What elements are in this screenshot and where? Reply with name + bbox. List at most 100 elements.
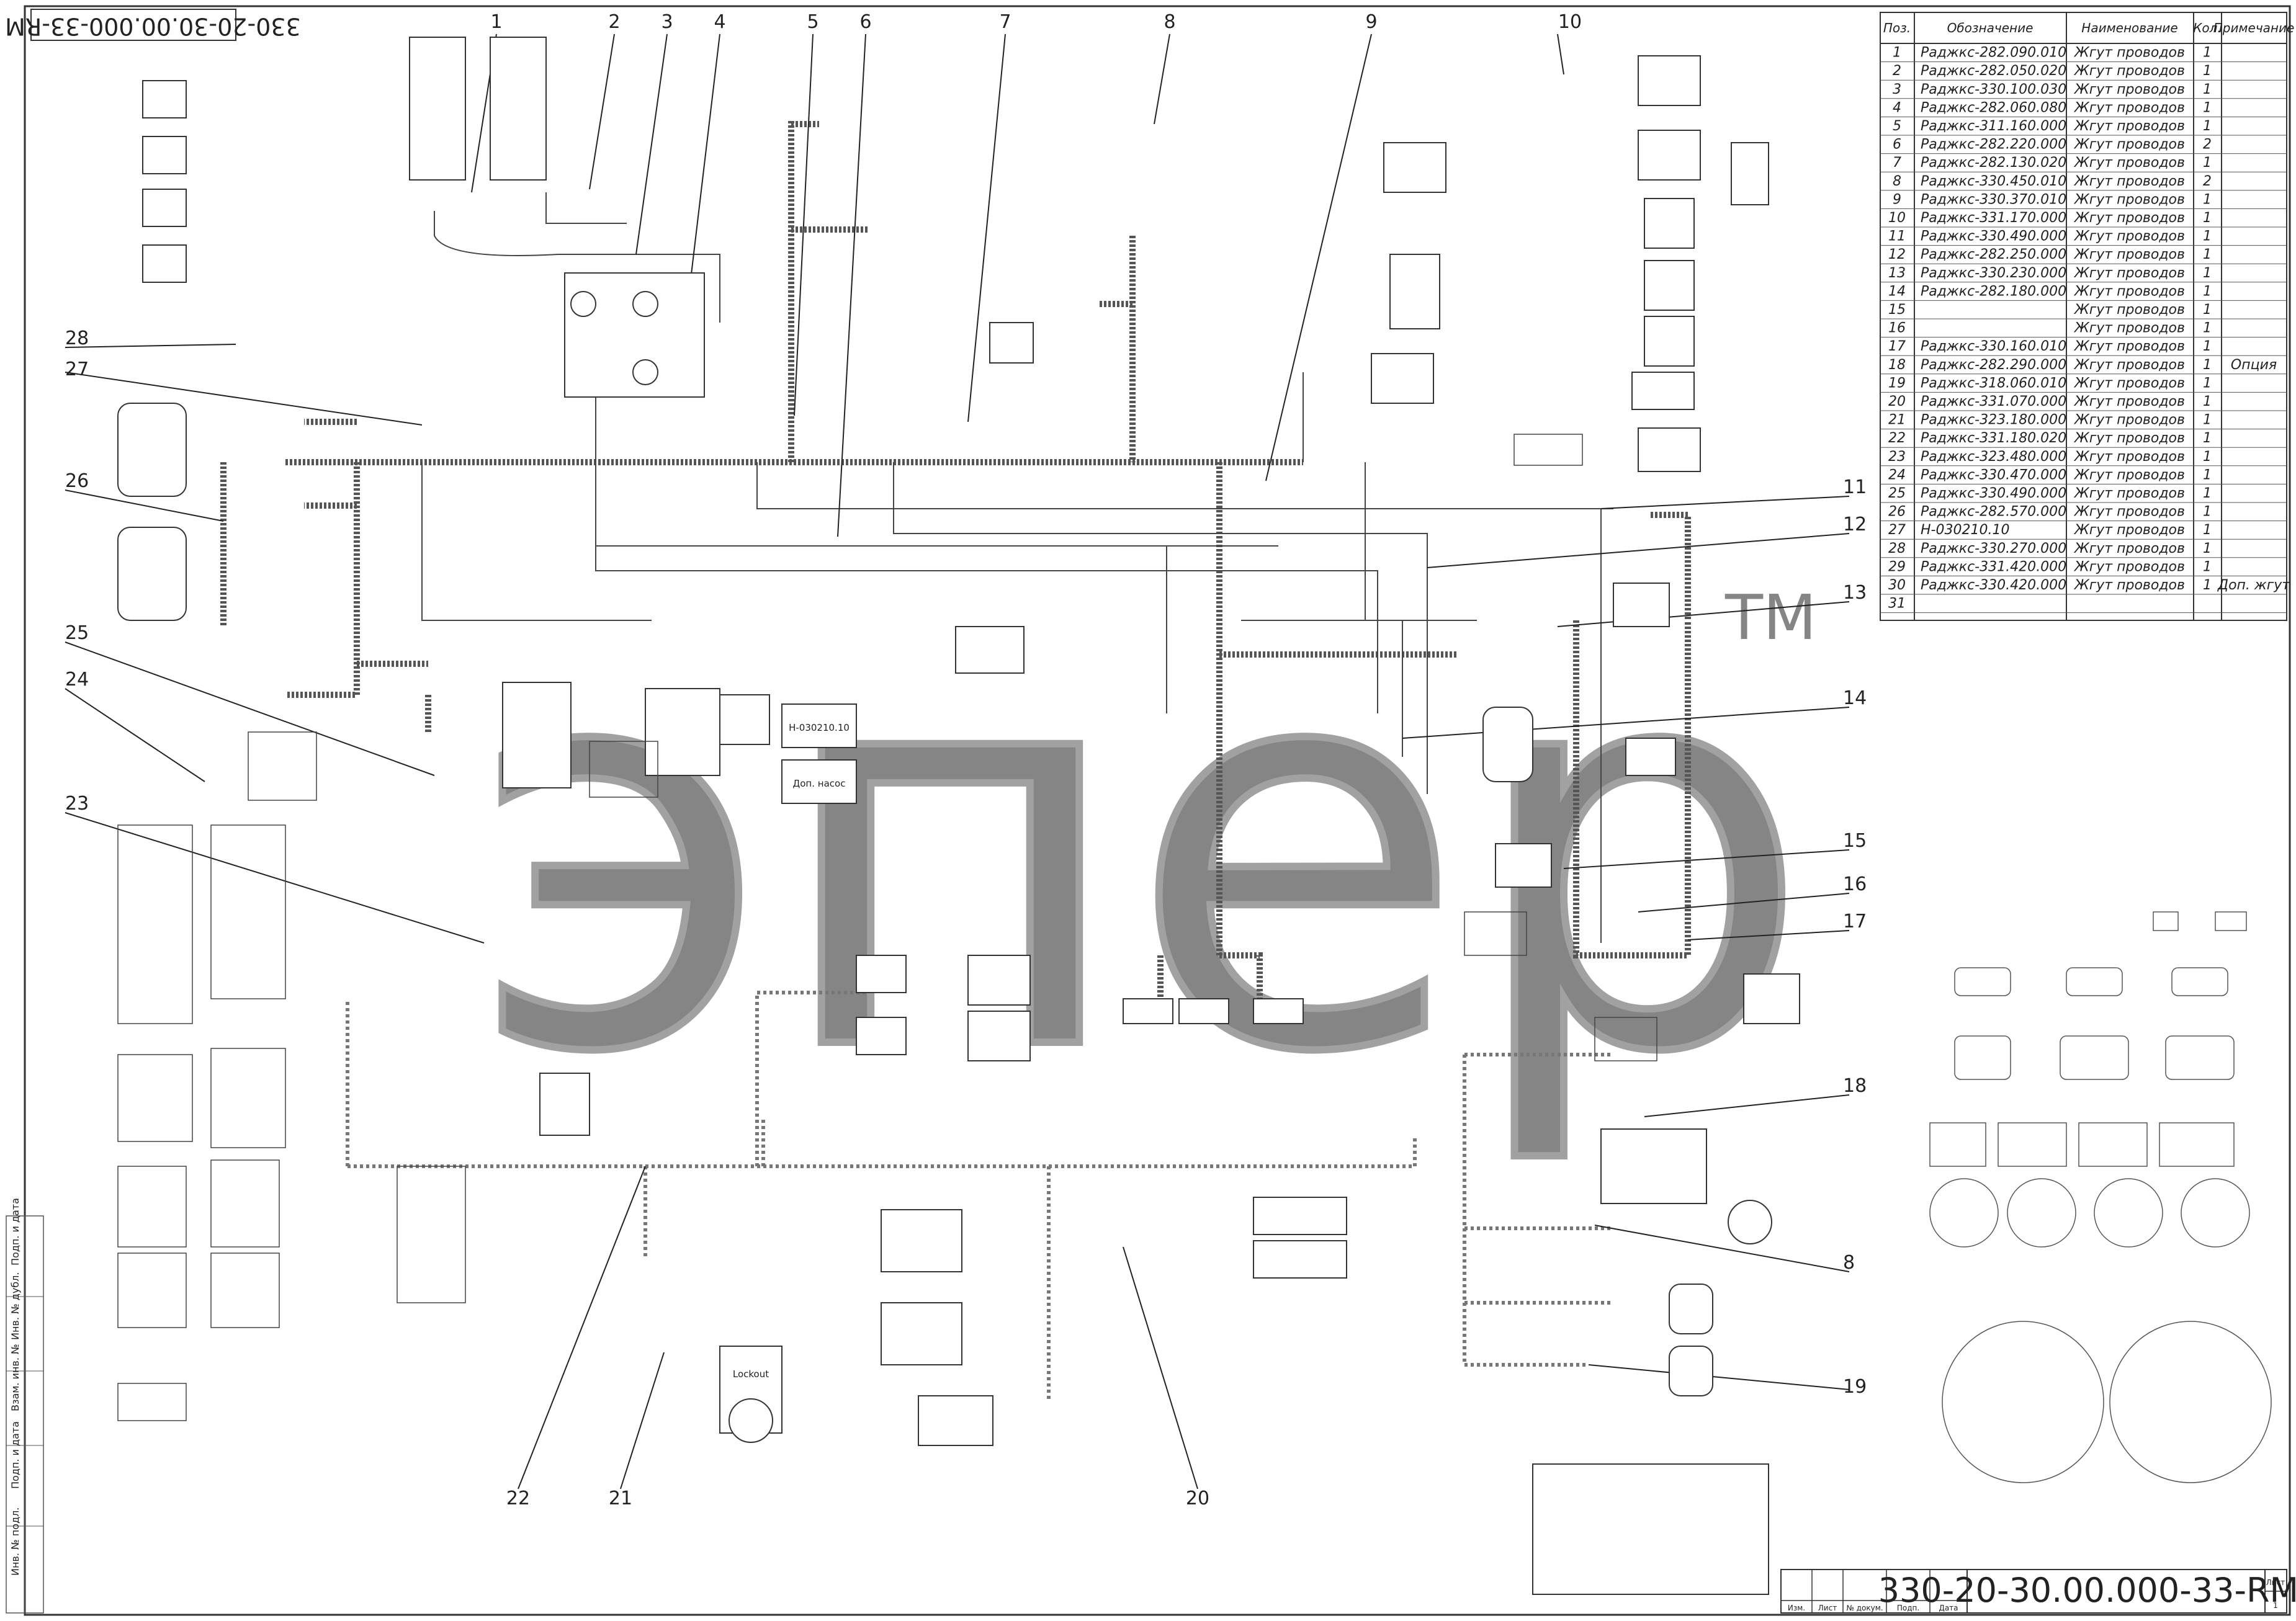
table-cell-designation: Раджкс-282.130.020 <box>1921 155 2066 171</box>
callout-24: 24 <box>65 669 89 690</box>
callout-14: 14 <box>1843 687 1867 709</box>
table-cell-qty: 1 <box>2203 45 2212 61</box>
callout-1: 1 <box>490 11 502 33</box>
table-cell-designation: Раджкс-282.290.000 <box>1921 357 2066 373</box>
table-cell-name: Жгут проводов <box>2073 394 2185 409</box>
table-cell-designation: Раджкс-282.180.000 <box>1921 284 2066 299</box>
table-cell-designation: Раджкс-282.220.000 <box>1921 137 2066 153</box>
table-cell-designation: Раджкс-311.160.000 <box>1921 118 2066 134</box>
table-cell-pos: 12 <box>1888 247 1906 262</box>
table-cell-designation: Раджкс-330.470.000 <box>1921 467 2066 483</box>
callout-10: 10 <box>1558 11 1582 33</box>
table-cell-designation: Раджкс-318.060.010 <box>1921 375 2066 391</box>
components <box>117 37 1800 1595</box>
table-cell-name: Жгут проводов <box>2073 210 2185 226</box>
sidebar-label-3: Взам. инв. № <box>9 1344 21 1411</box>
table-cell-pos: 2 <box>1893 63 1901 79</box>
monitor-box <box>781 703 857 748</box>
table-cell-designation: Раджкс-323.480.000 <box>1921 449 2066 465</box>
table-cell-name: Жгут проводов <box>2073 486 2185 501</box>
table-cell-pos: 13 <box>1888 266 1906 281</box>
table-cell-qty: 1 <box>2203 63 2212 79</box>
table-cell-pos: 7 <box>1893 155 1901 171</box>
callout-8-second: 8 <box>1843 1252 1855 1274</box>
table-cell-qty: 1 <box>2203 522 2212 538</box>
callout-15: 15 <box>1843 830 1867 852</box>
table-cell-qty: 2 <box>2203 137 2212 153</box>
table-cell-pos: 18 <box>1888 357 1906 373</box>
table-cell-pos: 26 <box>1888 504 1906 520</box>
table-cell-qty: 1 <box>2203 118 2212 134</box>
table-cell-qty: 1 <box>2203 247 2212 262</box>
table-cell-name: Жгут проводов <box>2073 504 2185 520</box>
table-cell-name: Жгут проводов <box>2073 522 2185 538</box>
table-cell-qty: 1 <box>2203 266 2212 281</box>
top-left-stamp-text: 330-20-30.00.000-33-RM Э4 <box>0 13 301 40</box>
table-cell-name: Жгут проводов <box>2073 174 2185 189</box>
table-cell-qty: 1 <box>2203 449 2212 465</box>
drawing-designation: 330-20-30.00.000-33-RM Э4 <box>1878 1571 2296 1610</box>
table-cell-name: Жгут проводов <box>2073 100 2185 115</box>
table-cell-designation: Раджкс-330.490.000 <box>1921 229 2066 244</box>
callout-28: 28 <box>65 328 89 349</box>
table-cell-designation: Н-030210.10 <box>1921 522 2009 538</box>
table-cell-pos: 15 <box>1888 302 1906 318</box>
table-cell-name: Жгут проводов <box>2073 467 2185 483</box>
tb-doc: № докум. <box>1846 1604 1883 1612</box>
table-cell-name: Жгут проводов <box>2073 192 2185 207</box>
table-cell-name: Жгут проводов <box>2073 45 2185 61</box>
table-cell-name: Жгут проводов <box>2073 578 2185 593</box>
table-cell-name: Жгут проводов <box>2073 229 2185 244</box>
table-cell-pos: 31 <box>1888 596 1906 612</box>
table-cell-pos: 21 <box>1888 413 1906 428</box>
lower-harness <box>346 991 1613 1402</box>
table-cell-designation: Раджкс-330.420.000 <box>1921 578 2066 593</box>
callout-26: 26 <box>65 470 89 492</box>
table-cell-name: Жгут проводов <box>2073 137 2185 153</box>
table-cell-designation: Раджкс-330.270.000 <box>1921 541 2066 556</box>
table-cell-pos: 25 <box>1888 486 1906 501</box>
table-cell-designation: Раджкс-330.370.010 <box>1921 192 2066 207</box>
table-cell-pos: 24 <box>1888 467 1906 483</box>
table-cell-name: Жгут проводов <box>2073 559 2185 574</box>
table-cell-designation: Раджкс-330.490.000 <box>1921 486 2066 501</box>
callout-16: 16 <box>1843 873 1867 895</box>
table-cell-qty: 1 <box>2203 284 2212 299</box>
table-cell-qty: 1 <box>2203 339 2212 354</box>
table-cell-qty: 1 <box>2203 229 2212 244</box>
pin-tables <box>117 434 1657 1421</box>
dashboard-label: Доп. насос <box>793 778 846 789</box>
table-cell-name: Жгут проводов <box>2073 449 2185 465</box>
table-cell-pos: 22 <box>1888 431 1906 446</box>
table-cell-pos: 20 <box>1888 394 1906 409</box>
table-cell-qty: 1 <box>2203 486 2212 501</box>
thin-wires <box>421 192 1613 943</box>
tb-list: Лист <box>1818 1604 1837 1612</box>
watermark-tm: TM <box>1724 581 1816 654</box>
callout-13: 13 <box>1843 582 1867 604</box>
sidebar-label-2: Подп. и дата <box>9 1421 21 1489</box>
watermark: эпер TM <box>469 532 1817 1175</box>
table-cell-name: Жгут проводов <box>2073 63 2185 79</box>
table-cell-pos: 8 <box>1893 174 1901 189</box>
sheet-number: 1 <box>2273 1601 2278 1610</box>
callout-8: 8 <box>1164 11 1175 33</box>
table-cell-designation: Раджкс-331.170.000 <box>1921 210 2066 226</box>
table-cell-pos: 5 <box>1893 118 1901 134</box>
callout-21: 21 <box>609 1488 632 1509</box>
callout-numbers: 1 2 3 4 5 6 7 8 9 10 11 12 13 14 15 16 1… <box>65 11 1867 1509</box>
table-cell-designation: Раджкс-282.250.000 <box>1921 247 2066 262</box>
table-cell-note: Опция <box>2231 357 2277 373</box>
callout-4: 4 <box>714 11 725 33</box>
table-cell-qty: 1 <box>2203 192 2212 207</box>
table-cell-designation: Раджкс-331.070.000 <box>1921 394 2066 409</box>
table-cell-designation: Раджкс-331.420.000 <box>1921 559 2066 574</box>
callout-27: 27 <box>65 359 89 380</box>
table-cell-name: Жгут проводов <box>2073 155 2185 171</box>
table-cell-qty: 1 <box>2203 302 2212 318</box>
table-cell-pos: 9 <box>1893 192 1901 207</box>
callout-3: 3 <box>661 11 673 33</box>
table-cell-name: Жгут проводов <box>2073 431 2185 446</box>
table-cell-designation: Раджкс-330.160.010 <box>1921 339 2066 354</box>
table-cell-name: Жгут проводов <box>2073 302 2185 318</box>
